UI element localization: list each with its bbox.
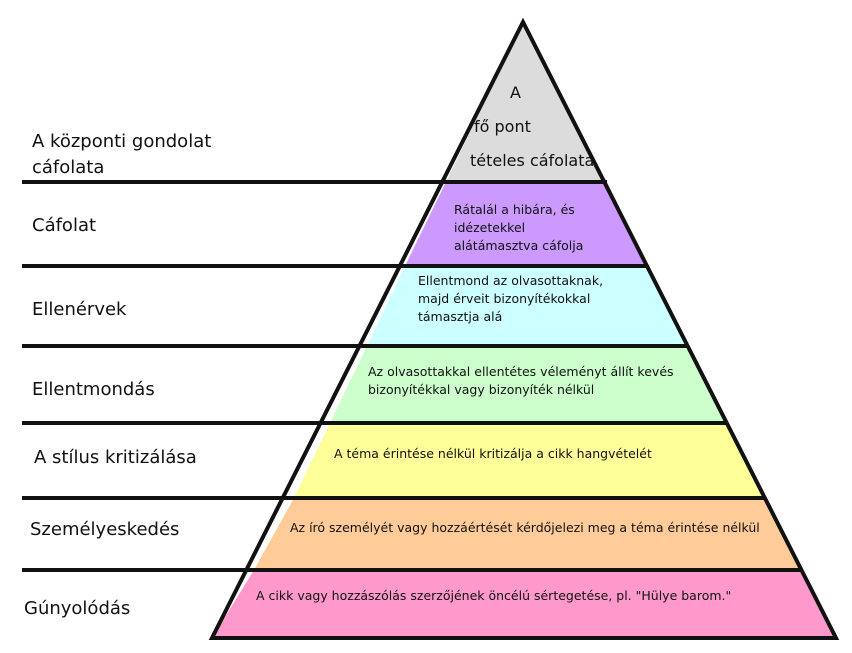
- pyramid-layer-2: [367, 266, 687, 346]
- level-label: Ellentmondás: [32, 379, 155, 400]
- level-label: Cáfolat: [32, 215, 96, 236]
- level-description: A cikk vagy hozzászólás szerzőjének öncé…: [256, 588, 731, 603]
- level-label: Ellenérvek: [32, 299, 127, 320]
- level-description: majd érveit bizonyítékokkal: [418, 291, 590, 306]
- pyramid-layer-3: [330, 346, 726, 423]
- level-description: tételes cáfolata: [470, 151, 594, 170]
- level-label: Gúnyolódás: [24, 598, 130, 619]
- pyramid-layer-6: [212, 570, 836, 638]
- level-description: fő pont: [474, 117, 531, 136]
- level-label: Személyeskedés: [30, 519, 179, 540]
- level-description: Rátalál a hibára, és: [454, 202, 575, 217]
- level-label: A központi gondolat: [32, 131, 211, 152]
- level-label: A stílus kritizálása: [34, 447, 197, 468]
- level-description: bizonyítékkal vagy bizonyíték nélkül: [368, 382, 594, 397]
- level-description: alátámasztva cáfolja: [454, 238, 583, 253]
- level-description: idézetekkel: [454, 220, 525, 235]
- level-label: cáfolata: [32, 157, 104, 178]
- level-description: Az író személyét vagy hozzáértését kérdő…: [290, 520, 760, 535]
- pyramid-layer-4: [294, 423, 764, 498]
- level-description: támasztja alá: [418, 309, 502, 324]
- level-description: Ellentmond az olvasottaknak,: [418, 273, 603, 288]
- pyramid-layer-0: [446, 22, 607, 182]
- pyramid-outline: [208, 17, 840, 640]
- level-description: A téma érintése nélkül kritizálja a cikk…: [334, 446, 652, 461]
- pyramid-layer-1: [405, 182, 648, 266]
- level-description: A: [510, 83, 521, 102]
- level-description: Az olvasottakkal ellentétes véleményt ál…: [368, 364, 674, 379]
- pyramid-layer-5: [254, 498, 800, 570]
